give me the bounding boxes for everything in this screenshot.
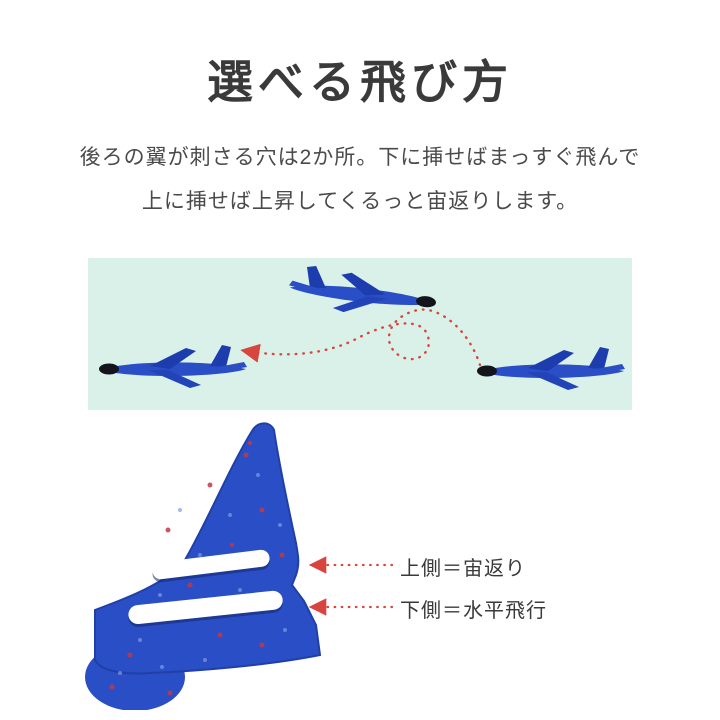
description-line-1: 後ろの翼が刺さる穴は2か所。下に挿せばまっすぐ飛んで <box>79 146 641 169</box>
description-line-2: 上に挿せば上昇してくるっと宙返りします。 <box>141 190 579 213</box>
glider-right-icon <box>477 347 625 390</box>
lower-wing-slot <box>128 590 283 625</box>
page-title: 選べる飛び方 <box>207 56 513 108</box>
lower-slot-label: 下側＝水平飛行 <box>400 600 547 622</box>
light-speckles <box>118 473 287 675</box>
upper-wing-slot <box>152 549 270 580</box>
tail-fin-svg <box>85 422 394 711</box>
glider-left-icon <box>99 345 247 388</box>
tail-fin-closeup: 上側＝宙返り 下側＝水平飛行 <box>0 415 720 711</box>
loop-trajectory-arrow-icon <box>240 308 482 367</box>
tail-fin-shape <box>94 422 322 675</box>
upper-slot-label: 上側＝宙返り <box>400 558 526 580</box>
flight-path-illustration <box>88 258 632 410</box>
description-text: 後ろの翼が刺さる穴は2か所。下に挿せばまっすぐ飛んで 上に挿せば上昇してくるっと… <box>0 136 720 224</box>
glider-top-icon <box>286 263 439 322</box>
flight-path-svg <box>99 263 625 390</box>
